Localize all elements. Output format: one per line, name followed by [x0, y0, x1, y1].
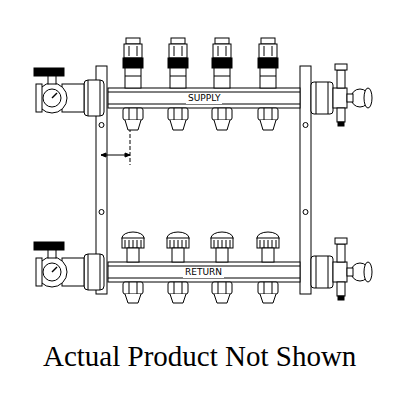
valve-stroke: [264, 240, 265, 248]
valve-stroke: [214, 120, 230, 130]
valve-stroke: [123, 108, 143, 120]
valve-stroke: [212, 282, 232, 294]
valve-stroke: [214, 240, 215, 248]
valve-stroke: [182, 108, 183, 120]
valve-stroke: [123, 282, 143, 294]
valve-stroke: [129, 240, 130, 248]
valve-stroke: [212, 108, 232, 120]
valve-stroke: [230, 240, 231, 248]
valve-stroke: [168, 58, 188, 68]
valve-stroke: [186, 240, 187, 248]
valve-stroke: [272, 240, 273, 248]
valve-stroke: [172, 248, 184, 262]
valve-stroke: [129, 282, 130, 294]
valve-stroke: [264, 46, 265, 56]
valve-stroke: [276, 240, 277, 248]
valve-stroke: [257, 238, 279, 248]
valve-stroke: [214, 294, 230, 303]
valve-stroke: [124, 44, 142, 58]
valve-stroke: [168, 108, 188, 120]
valve-stroke: [170, 294, 186, 303]
valve-stroke: [125, 240, 126, 248]
valve-stroke: [214, 68, 230, 88]
valve-stroke: [218, 108, 219, 120]
valve-stroke: [259, 44, 277, 58]
valve-stroke: [213, 44, 231, 58]
valve-stroke: [216, 248, 228, 262]
valve-stroke: [226, 240, 227, 248]
valve-stroke: [214, 76, 230, 77]
valve-stroke: [226, 46, 227, 56]
valve-stroke: [168, 282, 188, 294]
valve-stroke: [268, 240, 269, 248]
valve-stroke: [218, 46, 219, 56]
valve-stroke: [212, 58, 232, 68]
valve-stroke: [137, 46, 138, 56]
valve-stroke: [125, 68, 141, 88]
valve-stroke: [169, 44, 187, 58]
valve-stroke: [170, 240, 171, 248]
valve-stroke: [260, 68, 276, 88]
valve-stroke: [182, 46, 183, 56]
valve-stroke: [170, 76, 186, 77]
valve-stroke: [272, 282, 273, 294]
valve-stroke: [215, 38, 229, 44]
valve-stroke: [141, 240, 142, 248]
valve-stroke: [258, 58, 278, 68]
valve-stroke: [272, 46, 273, 56]
valve-stroke: [261, 38, 275, 44]
valve-stroke: [260, 294, 276, 303]
valve-stroke: [226, 108, 227, 120]
valve-stroke: [171, 38, 185, 44]
valve-stroke: [218, 282, 219, 294]
valve-stroke: [133, 240, 134, 248]
valve-stroke: [174, 282, 175, 294]
valve-stroke: [125, 76, 141, 77]
valve-stroke: [264, 282, 265, 294]
valve-stroke: [137, 240, 138, 248]
valve-stroke: [260, 240, 261, 248]
valve-stroke: [122, 238, 144, 248]
valve-stroke: [170, 68, 186, 88]
valve-stroke: [218, 240, 219, 248]
valve-stroke: [170, 120, 186, 130]
valve-stroke: [258, 108, 278, 120]
valve-stroke: [129, 46, 130, 56]
valve-stroke: [129, 108, 130, 120]
valve-stroke: [222, 240, 223, 248]
valve-stroke: [211, 238, 233, 248]
valve-stroke: [125, 120, 141, 130]
valve-stroke: [137, 108, 138, 120]
valve-stroke: [126, 38, 140, 44]
valve-stroke: [272, 108, 273, 120]
valve-stroke: [182, 282, 183, 294]
caption: Actual Product Not Shown: [43, 339, 356, 373]
pipe-label: SUPPLY: [186, 93, 222, 104]
valve-stroke: [178, 240, 179, 248]
valve-stroke: [125, 294, 141, 303]
valve-stroke: [174, 240, 175, 248]
valve-stroke: [123, 58, 143, 68]
valve-stroke: [167, 238, 189, 248]
valve-stroke: [226, 282, 227, 294]
valve-stroke: [174, 108, 175, 120]
valve-stroke: [182, 240, 183, 248]
valve-stroke: [260, 120, 276, 130]
valve-stroke: [264, 108, 265, 120]
valve-stroke: [260, 76, 276, 77]
valve-stroke: [137, 282, 138, 294]
pipe-label: RETURN: [183, 267, 224, 278]
valve-stroke: [174, 46, 175, 56]
valve-stroke: [258, 282, 278, 294]
valve-stroke: [262, 248, 274, 262]
valve-stroke: [127, 248, 139, 262]
